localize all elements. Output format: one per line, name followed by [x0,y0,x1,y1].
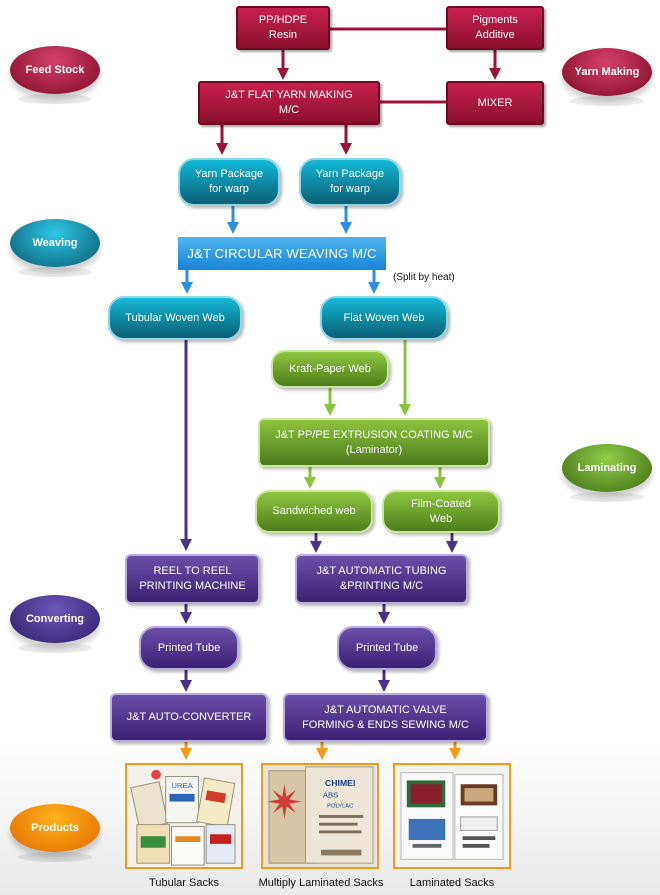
abs-label: ABS [323,791,338,800]
node-flat-woven-web: Flat Woven Web [320,296,448,340]
stage-converting: Converting [10,595,100,653]
product-label-multiply-laminated-sacks: Multiply Laminated Sacks [258,877,384,889]
stage-label: Converting [25,613,85,625]
node-auto-converter: J&T AUTO-CONVERTER [110,693,268,742]
node-tubular-woven-web: Tubular Woven Web [108,296,242,340]
stage-weaving: Weaving [10,219,100,277]
node-yarn-package-1: Yarn Package for warp [178,158,280,206]
multiply-laminated-sacks-illustration: CHIMEI ABS POLYLAC [263,765,377,867]
product-label-tubular-sacks: Tubular Sacks [149,877,219,889]
polylac-label: POLYLAC [327,803,353,809]
stage-label: Weaving [32,237,78,249]
node-printed-tube-2: Printed Tube [337,626,437,670]
chimei-label: CHIMEI [325,778,355,788]
stage-label: Laminating [577,462,637,474]
node-sandwiched-web: Sandwiched web [255,490,373,533]
stage-label: Yarn Making [574,66,640,78]
stage-label: Products [31,822,79,834]
multiply-laminated-sacks-photo: CHIMEI ABS POLYLAC [261,763,379,869]
tubular-sacks-illustration: UREA [127,765,241,867]
node-extrusion-coating-mc: J&T PP/PE EXTRUSION COATING M/C (Laminat… [258,418,490,467]
urea-label: UREA [171,781,193,790]
stage-laminating: Laminating [562,444,652,502]
node-printed-tube-1: Printed Tube [139,626,239,670]
node-valve-forming-sewing-mc: J&T AUTOMATIC VALVE FORMING & ENDS SEWIN… [283,693,488,742]
node-mixer: MIXER [446,81,544,125]
node-reel-to-reel-printing: REEL TO REEL PRINTING MACHINE [125,554,260,604]
split-by-heat-note: (Split by heat) [393,272,455,283]
node-pp-hdpe-resin: PP/HDPE Resin [236,6,330,50]
node-circular-weaving-mc: J&T CIRCULAR WEAVING M/C [178,237,386,270]
stage-label: Feed Stock [25,64,85,76]
node-flat-yarn-making-mc: J&T FLAT YARN MAKING M/C [198,81,380,125]
laminated-sacks-photo [393,763,511,869]
stage-yarn-making: Yarn Making [562,48,652,106]
laminated-sacks-illustration [395,765,509,867]
node-film-coated-web: Film-Coated Web [382,490,500,533]
node-pigments-additive: Pigments Additive [446,6,544,50]
node-auto-tubing-printing-mc: J&T AUTOMATIC TUBING &PRINTING M/C [295,554,468,604]
tubular-sacks-photo: UREA [125,763,243,869]
stage-products: Products [10,804,100,862]
node-yarn-package-2: Yarn Package for warp [299,158,401,206]
node-kraft-paper-web: Kraft-Paper Web [271,350,389,388]
stage-feed-stock: Feed Stock [10,46,100,104]
product-label-laminated-sacks: Laminated Sacks [409,877,495,889]
